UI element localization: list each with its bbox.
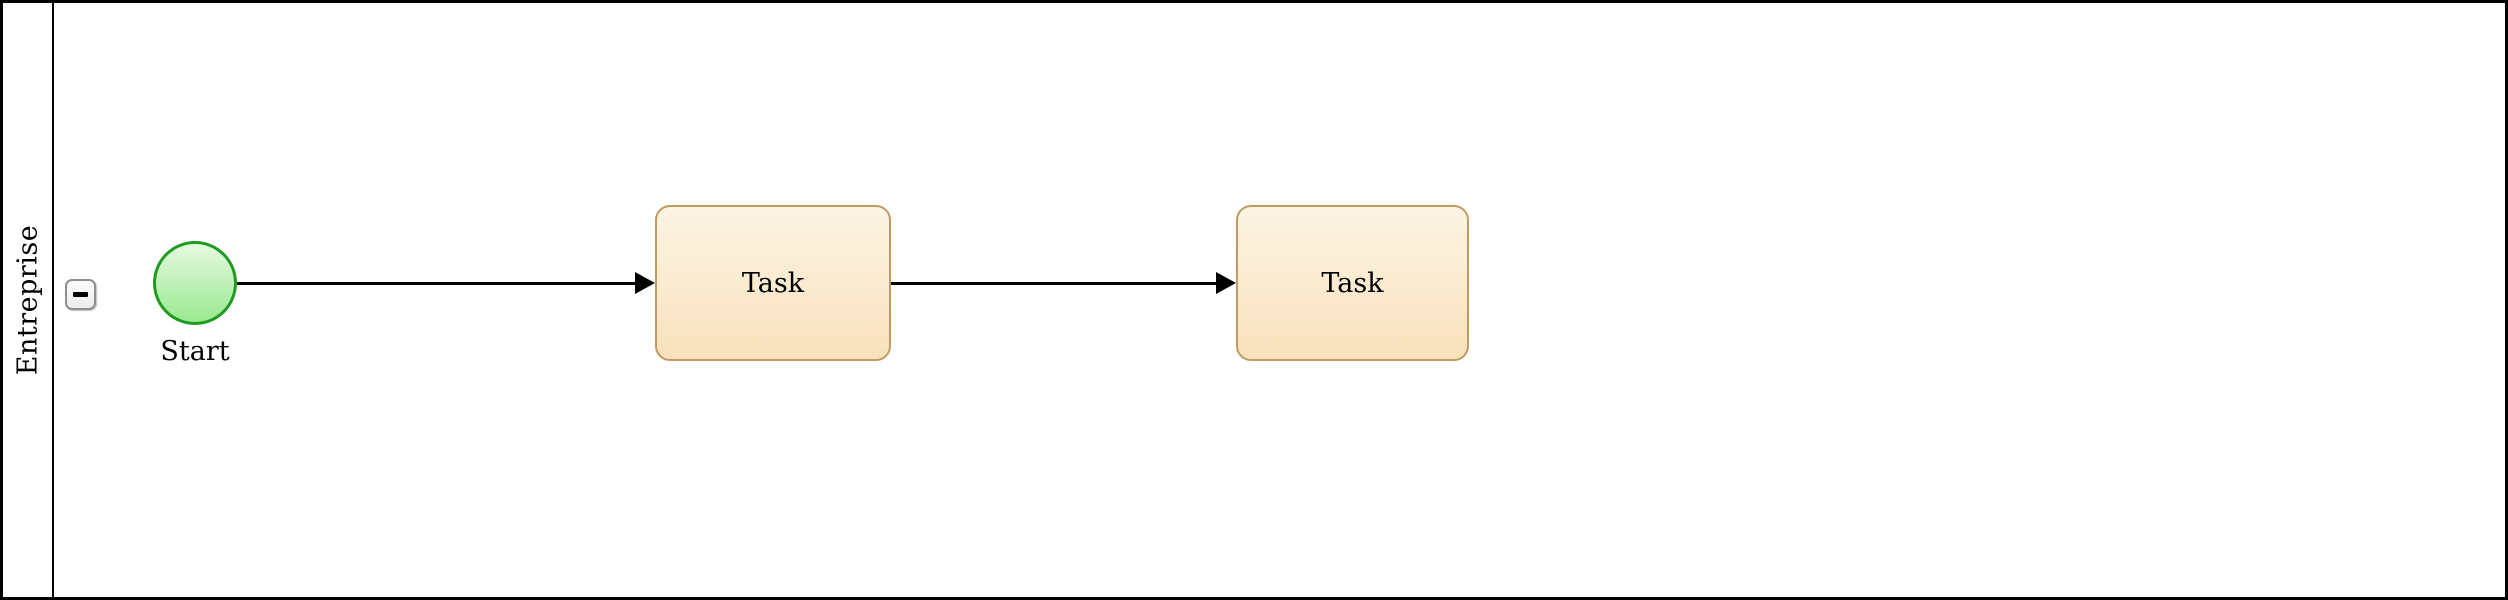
sequence-flow-start-task1[interactable] (237, 282, 636, 285)
minus-icon (73, 292, 88, 297)
task-node-2[interactable]: Task (1236, 205, 1469, 361)
pool-label-band[interactable]: Entreprise (3, 3, 54, 597)
collapse-pool-button[interactable] (65, 279, 96, 310)
task-label: Task (741, 267, 805, 299)
start-event-label: Start (160, 336, 230, 367)
sequence-flow-task1-task2[interactable] (891, 282, 1217, 285)
pool-title: Entreprise (12, 224, 43, 376)
start-event-circle[interactable] (153, 241, 237, 325)
arrowhead-icon (635, 272, 655, 294)
arrowhead-icon (1216, 272, 1236, 294)
task-label: Task (1321, 267, 1384, 299)
task-node-1[interactable]: Task (655, 205, 891, 361)
